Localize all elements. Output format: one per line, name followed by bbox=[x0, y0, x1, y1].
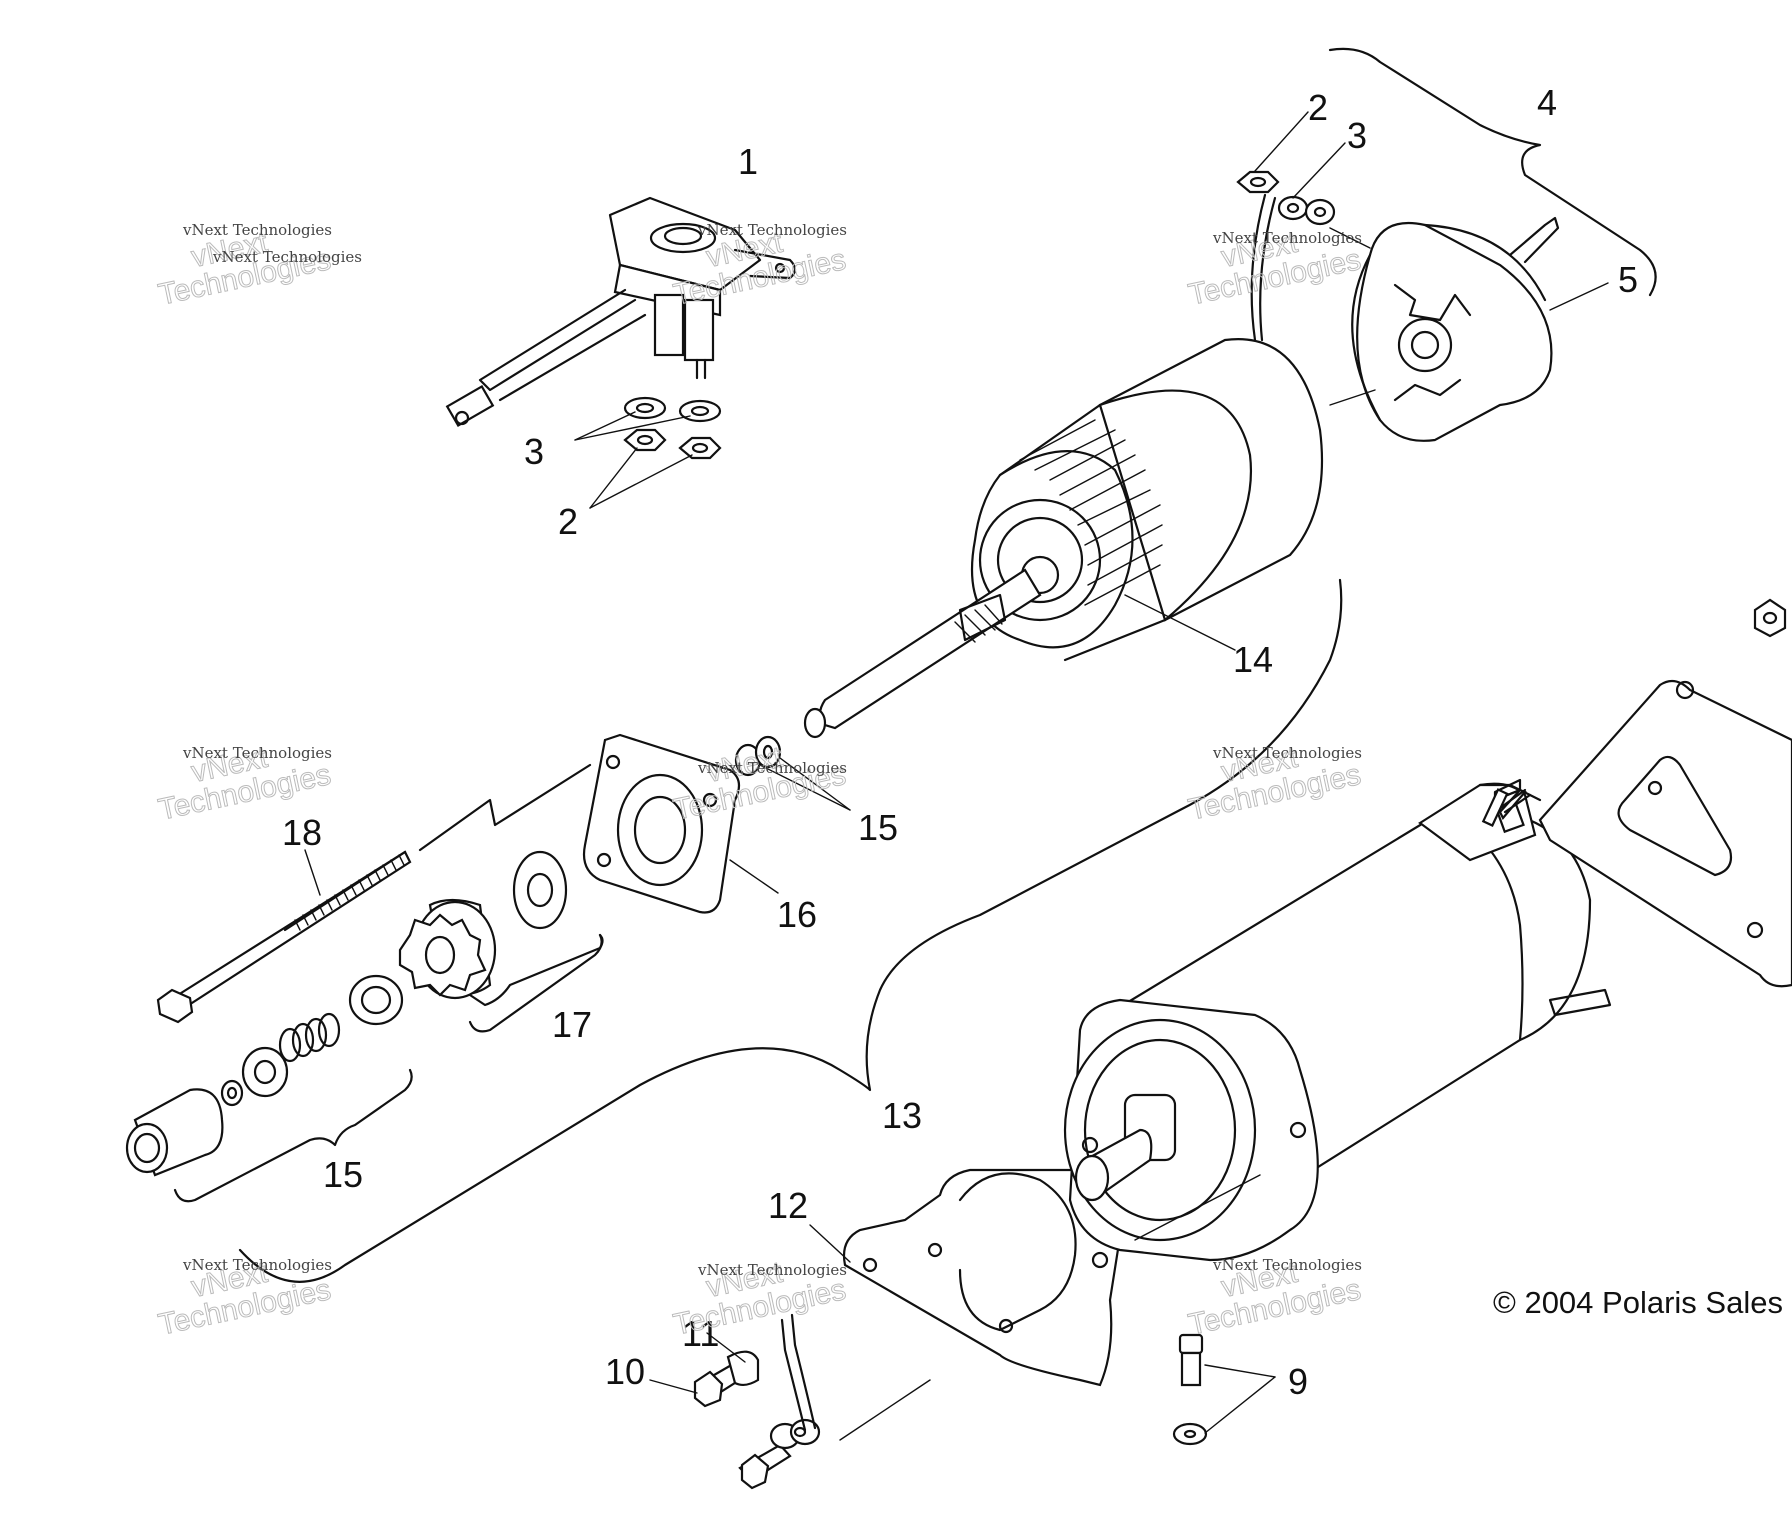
copyright-notice: © 2004 Polaris Sales bbox=[1493, 1285, 1783, 1320]
callout-3-top: 3 bbox=[1347, 115, 1367, 156]
watermark-text-9: vNext Technologies bbox=[1212, 1256, 1362, 1274]
callout-14: 14 bbox=[1233, 639, 1273, 680]
starter-motor-part bbox=[1063, 778, 1612, 1262]
watermark-text-6: vNext Technologies bbox=[1212, 744, 1362, 762]
armature-part bbox=[803, 338, 1324, 739]
watermark-text-3: vNext Technologies bbox=[1212, 229, 1362, 247]
solenoid-part bbox=[445, 196, 797, 428]
screw-9-part bbox=[1172, 1333, 1276, 1446]
callout-15-lower: 15 bbox=[323, 1154, 363, 1195]
callout-16: 16 bbox=[777, 894, 817, 935]
watermark-text-7: vNext Technologies bbox=[182, 1256, 332, 1274]
watermark-text-2: vNext Technologies bbox=[697, 221, 847, 239]
frame-bracket-part bbox=[1538, 598, 1792, 988]
callout-11: 11 bbox=[682, 1313, 719, 1354]
callout-9: 9 bbox=[1288, 1361, 1308, 1402]
callout-15-upper: 15 bbox=[858, 807, 898, 848]
through-bolt-part bbox=[156, 763, 592, 1024]
callout-4: 4 bbox=[1537, 82, 1557, 123]
callout-18: 18 bbox=[282, 812, 322, 853]
watermark-text-1: vNext Technologies bbox=[182, 221, 332, 239]
brace-13 bbox=[238, 578, 1343, 1283]
washers-nuts-left bbox=[574, 396, 722, 509]
callout-2-left: 2 bbox=[558, 501, 578, 542]
callout-2-top: 2 bbox=[1308, 87, 1328, 128]
watermark-8: vNext Technologies bbox=[670, 1255, 849, 1342]
watermark-text-1b: vNext Technologies bbox=[212, 248, 362, 266]
drive-pinion-part bbox=[398, 850, 604, 1033]
callout-labels: 1 2 3 4 5 3 2 14 18 15 16 17 13 15 12 11… bbox=[282, 82, 1638, 1402]
mounting-bracket-part bbox=[809, 1168, 1128, 1387]
end-cap-part bbox=[1329, 216, 1609, 442]
bolts-10-11-part bbox=[649, 1313, 931, 1490]
watermark-text-4: vNext Technologies bbox=[182, 744, 332, 762]
clutch-spring-assembly bbox=[125, 974, 413, 1203]
callout-13: 13 bbox=[882, 1095, 922, 1136]
callout-5: 5 bbox=[1618, 259, 1638, 300]
washer-15-upper bbox=[734, 735, 851, 811]
callout-3-left: 3 bbox=[524, 431, 544, 472]
callout-10: 10 bbox=[605, 1351, 645, 1392]
end-plate-part bbox=[582, 733, 779, 914]
watermark-text-8: vNext Technologies bbox=[697, 1261, 847, 1279]
callout-17: 17 bbox=[552, 1004, 592, 1045]
bracket-4 bbox=[1328, 47, 1657, 297]
callout-12: 12 bbox=[768, 1185, 808, 1226]
callout-1: 1 bbox=[738, 141, 758, 182]
watermark-text-5: vNext Technologies bbox=[697, 759, 847, 777]
washers-nuts-right bbox=[1236, 111, 1346, 342]
